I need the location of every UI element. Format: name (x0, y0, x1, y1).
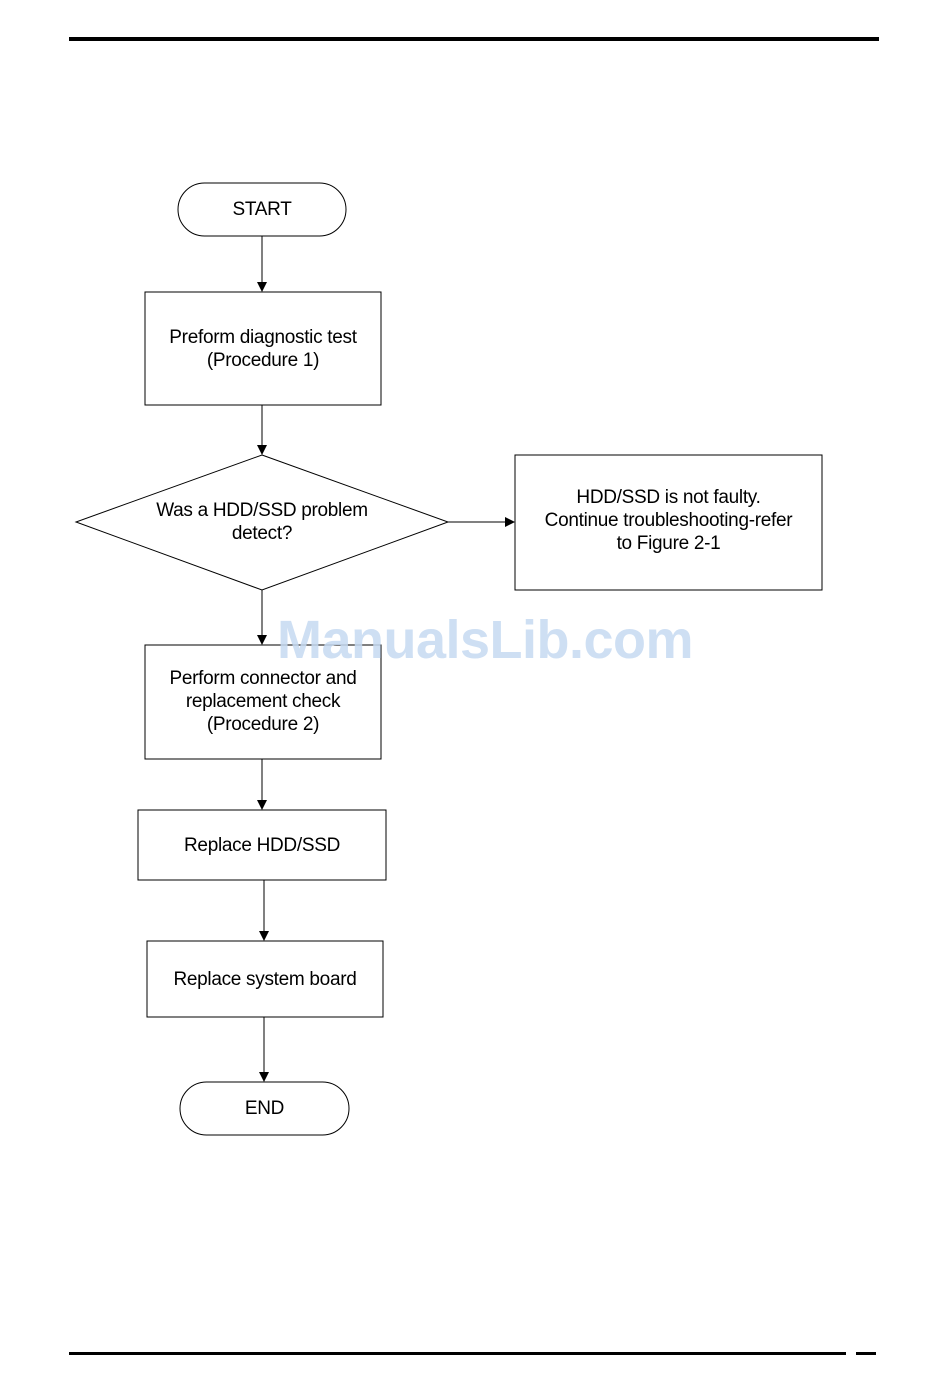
step-replace-board-label: Replace system board (147, 941, 383, 1017)
step-diagnostic-line2: (Procedure 1) (207, 349, 319, 372)
side-note-line3: to Figure 2-1 (617, 532, 721, 555)
side-note-line1: HDD/SSD is not faulty. (576, 486, 760, 509)
step-replace-hdd-label: Replace HDD/SSD (138, 810, 386, 880)
watermark-text: ManualsLib.com (265, 608, 705, 672)
decision-line2: detect? (232, 522, 292, 545)
step-connector-line2: replacement check (186, 690, 340, 713)
end-text: END (245, 1097, 284, 1120)
start-label: START (178, 183, 346, 236)
side-note-label: HDD/SSD is not faulty. Continue troubles… (515, 455, 822, 590)
decision-line1: Was a HDD/SSD problem (156, 499, 368, 522)
decision-label: Was a HDD/SSD problem detect? (110, 490, 414, 554)
start-text: START (232, 198, 291, 221)
step-connector-line3: (Procedure 2) (207, 713, 319, 736)
footer-rule-dash (856, 1352, 876, 1355)
step-diagnostic-line1: Preform diagnostic test (169, 326, 356, 349)
step-replace-board-text: Replace system board (173, 968, 356, 991)
side-note-line2: Continue troubleshooting-refer (545, 509, 793, 532)
step-diagnostic-label: Preform diagnostic test (Procedure 1) (145, 292, 381, 405)
end-label: END (180, 1082, 349, 1135)
footer-rule (69, 1352, 846, 1355)
step-replace-hdd-text: Replace HDD/SSD (184, 834, 340, 857)
